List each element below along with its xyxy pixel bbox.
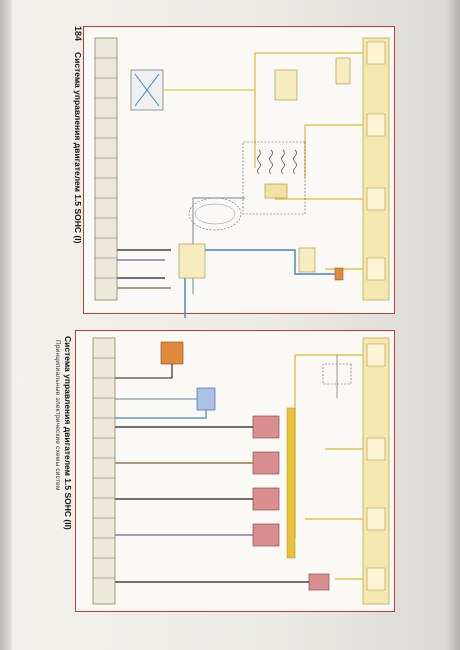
ignition-coil-outline <box>242 141 306 215</box>
ecu-connector-strip-left <box>94 37 118 301</box>
coil-windings <box>257 149 297 175</box>
connector-orange <box>334 267 344 281</box>
sensor-outline <box>194 203 236 225</box>
injector-wires <box>113 426 253 536</box>
diagram-left <box>94 37 390 318</box>
fuse-block <box>366 257 386 281</box>
fuse-block <box>366 507 386 531</box>
ecu-pins <box>95 57 117 279</box>
fuse-box-strip-right <box>362 337 390 605</box>
diagram-right <box>92 337 390 605</box>
wiring-diagrams <box>92 37 390 605</box>
coil-module <box>264 183 288 199</box>
rotated-book-page: 184 Система управления двигателем 1.5 SO… <box>45 18 455 618</box>
injector-2 <box>252 451 280 475</box>
injector-1 <box>252 415 280 439</box>
injector-4 <box>252 523 280 547</box>
sensor-box <box>178 243 206 279</box>
fuse-block <box>366 437 386 461</box>
injector-3 <box>252 487 280 511</box>
wire-blue <box>134 73 160 107</box>
wire-blue <box>113 410 207 419</box>
component-block <box>298 247 316 273</box>
fuse-block <box>366 567 386 591</box>
sensor-outline <box>188 197 242 231</box>
ecu-pins <box>93 357 115 579</box>
ecu-connector-strip-right <box>92 337 116 605</box>
wire-black <box>113 364 173 379</box>
relay-pink <box>308 573 330 591</box>
fuse-block <box>366 113 386 137</box>
component-orange <box>160 341 184 365</box>
fuse-box-strip-left <box>362 37 390 301</box>
component-block <box>274 69 298 101</box>
fuse-block <box>366 187 386 211</box>
injector-bus <box>286 407 296 559</box>
component-block <box>335 57 351 85</box>
fuse-block <box>366 41 386 65</box>
sensor-blue <box>196 387 216 411</box>
fuse-block <box>366 343 386 367</box>
page-edge-shadow <box>446 0 460 650</box>
book-gutter <box>0 0 12 650</box>
